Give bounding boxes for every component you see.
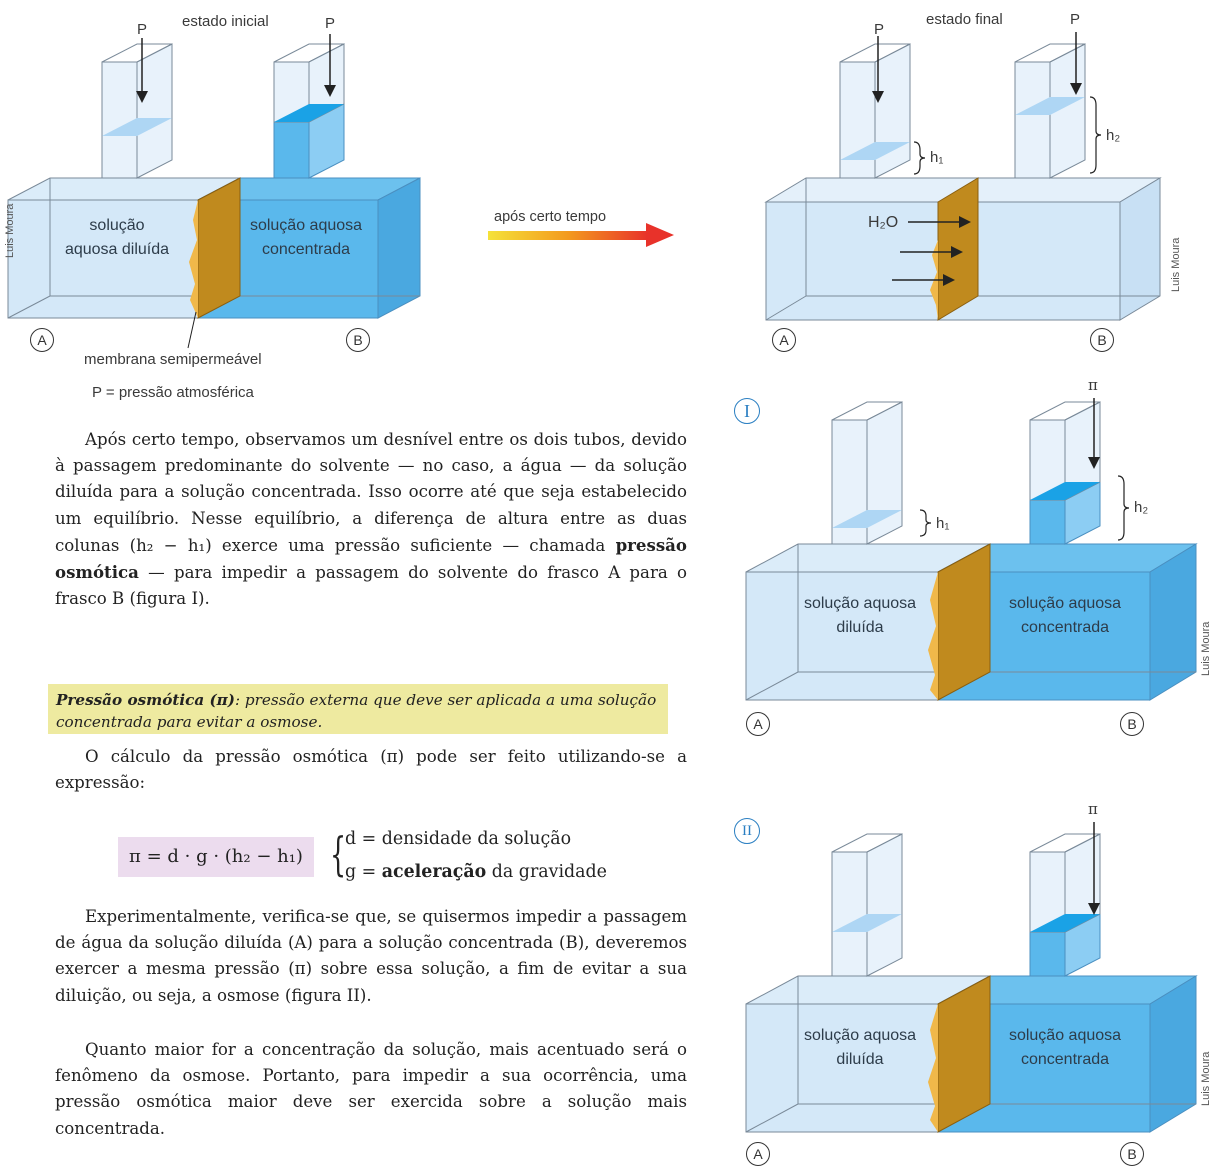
- image-credit: Luis Moura: [4, 203, 16, 258]
- osmotic-pressure-formula: π = d · g · (h₂ − h₁): [118, 837, 314, 877]
- figure-one-credit: Luis Moura: [1200, 621, 1211, 676]
- paragraph-4: Quanto maior for a concentração da soluç…: [55, 1037, 687, 1142]
- paragraph-2: O cálculo da pressão osmótica (π) pode s…: [55, 744, 687, 796]
- final-state-diagram: [764, 32, 1162, 321]
- figure-one-flask-a: A: [746, 712, 770, 736]
- final-h2-label: h₂: [1106, 127, 1121, 144]
- paragraph-1: Após certo tempo, observamos um desnível…: [55, 427, 687, 612]
- figure-two-dilute-label: solução aquosa diluída: [803, 1027, 917, 1068]
- formula-g-bold: aceleração: [381, 862, 487, 882]
- paragraph-1-text: Após certo tempo, observamos um desnível…: [55, 430, 687, 555]
- figure-two-credit: Luis Moura: [1200, 1051, 1211, 1106]
- pressure-legend: P = pressão atmosférica: [92, 384, 254, 401]
- final-flask-b-label: B: [1090, 328, 1114, 352]
- formula-g-suffix: da gravidade: [486, 862, 607, 882]
- membrane-label: membrana semipermeável: [84, 351, 262, 368]
- final-pressure-left: P: [874, 21, 885, 38]
- definition-box: Pressão osmótica (π): pressão externa qu…: [48, 684, 668, 734]
- formula-g-prefix: g =: [345, 862, 382, 882]
- time-arrow: [488, 223, 674, 247]
- concentrated-solution-label: solução aquosa concentrada: [249, 217, 363, 258]
- paragraph-3: Experimentalmente, verifica-se que, se q…: [55, 904, 687, 1009]
- pressure-label-left: P: [137, 21, 148, 38]
- osmotic-pressure-term: pressão osmótica: [55, 534, 687, 583]
- flask-a-label: A: [30, 328, 54, 352]
- figure-two-concentrated-label: solução aquosa concentrada: [1008, 1027, 1122, 1068]
- definition-text: : pressão externa que deve ser aplicada …: [56, 691, 657, 731]
- flask-b-label: B: [346, 328, 370, 352]
- figure-two-pi: π: [1088, 800, 1098, 818]
- paragraph-4-text: Quanto maior for a concentração da soluç…: [55, 1040, 687, 1138]
- pressure-label-right: P: [325, 15, 336, 32]
- formula-gravity-definition: g = aceleração da gravidade: [345, 862, 607, 882]
- dilute-solution-label: solução aquosa diluída: [64, 217, 170, 258]
- final-flask-a-label: A: [772, 328, 796, 352]
- figure-one-dilute-label: solução aquosa diluída: [803, 595, 917, 636]
- figure-one-h2: h₂: [1134, 499, 1149, 516]
- paragraph-3-text: Experimentalmente, verifica-se que, se q…: [55, 907, 687, 1005]
- figure-one-concentrated-label: solução aquosa concentrada: [1008, 595, 1122, 636]
- paragraph-2-text: O cálculo da pressão osmótica (π) pode s…: [55, 747, 687, 793]
- paragraph-1-end: — para impedir a passagem do solvente do…: [55, 563, 687, 609]
- figure-one-pi: π: [1088, 376, 1098, 394]
- figure-two-number: II: [734, 818, 760, 844]
- figure-one-diagram: [745, 398, 1198, 701]
- formula-density-definition: d = densidade da solução: [345, 829, 572, 849]
- final-h1-label: h₁: [930, 149, 944, 166]
- formula-brace: {: [330, 827, 347, 881]
- water-label: H₂O: [868, 214, 899, 231]
- figure-one-flask-b: B: [1120, 712, 1144, 736]
- final-state-title: estado final: [926, 11, 1003, 28]
- figure-two-diagram: [745, 822, 1198, 1133]
- initial-state-diagram: [7, 34, 421, 349]
- initial-state-title: estado inicial: [182, 13, 269, 30]
- time-arrow-label: após certo tempo: [494, 209, 607, 225]
- figure-one-h1: h₁: [936, 515, 950, 532]
- figure-two-flask-b: B: [1120, 1142, 1144, 1166]
- figure-one-number: I: [734, 398, 760, 424]
- definition-term: Pressão osmótica (π): [56, 691, 235, 709]
- final-pressure-right: P: [1070, 11, 1081, 28]
- final-image-credit: Luis Moura: [1170, 237, 1182, 292]
- figure-two-numeral: II: [742, 823, 752, 839]
- figure-two-flask-a: A: [746, 1142, 770, 1166]
- figure-one-numeral: I: [744, 401, 750, 421]
